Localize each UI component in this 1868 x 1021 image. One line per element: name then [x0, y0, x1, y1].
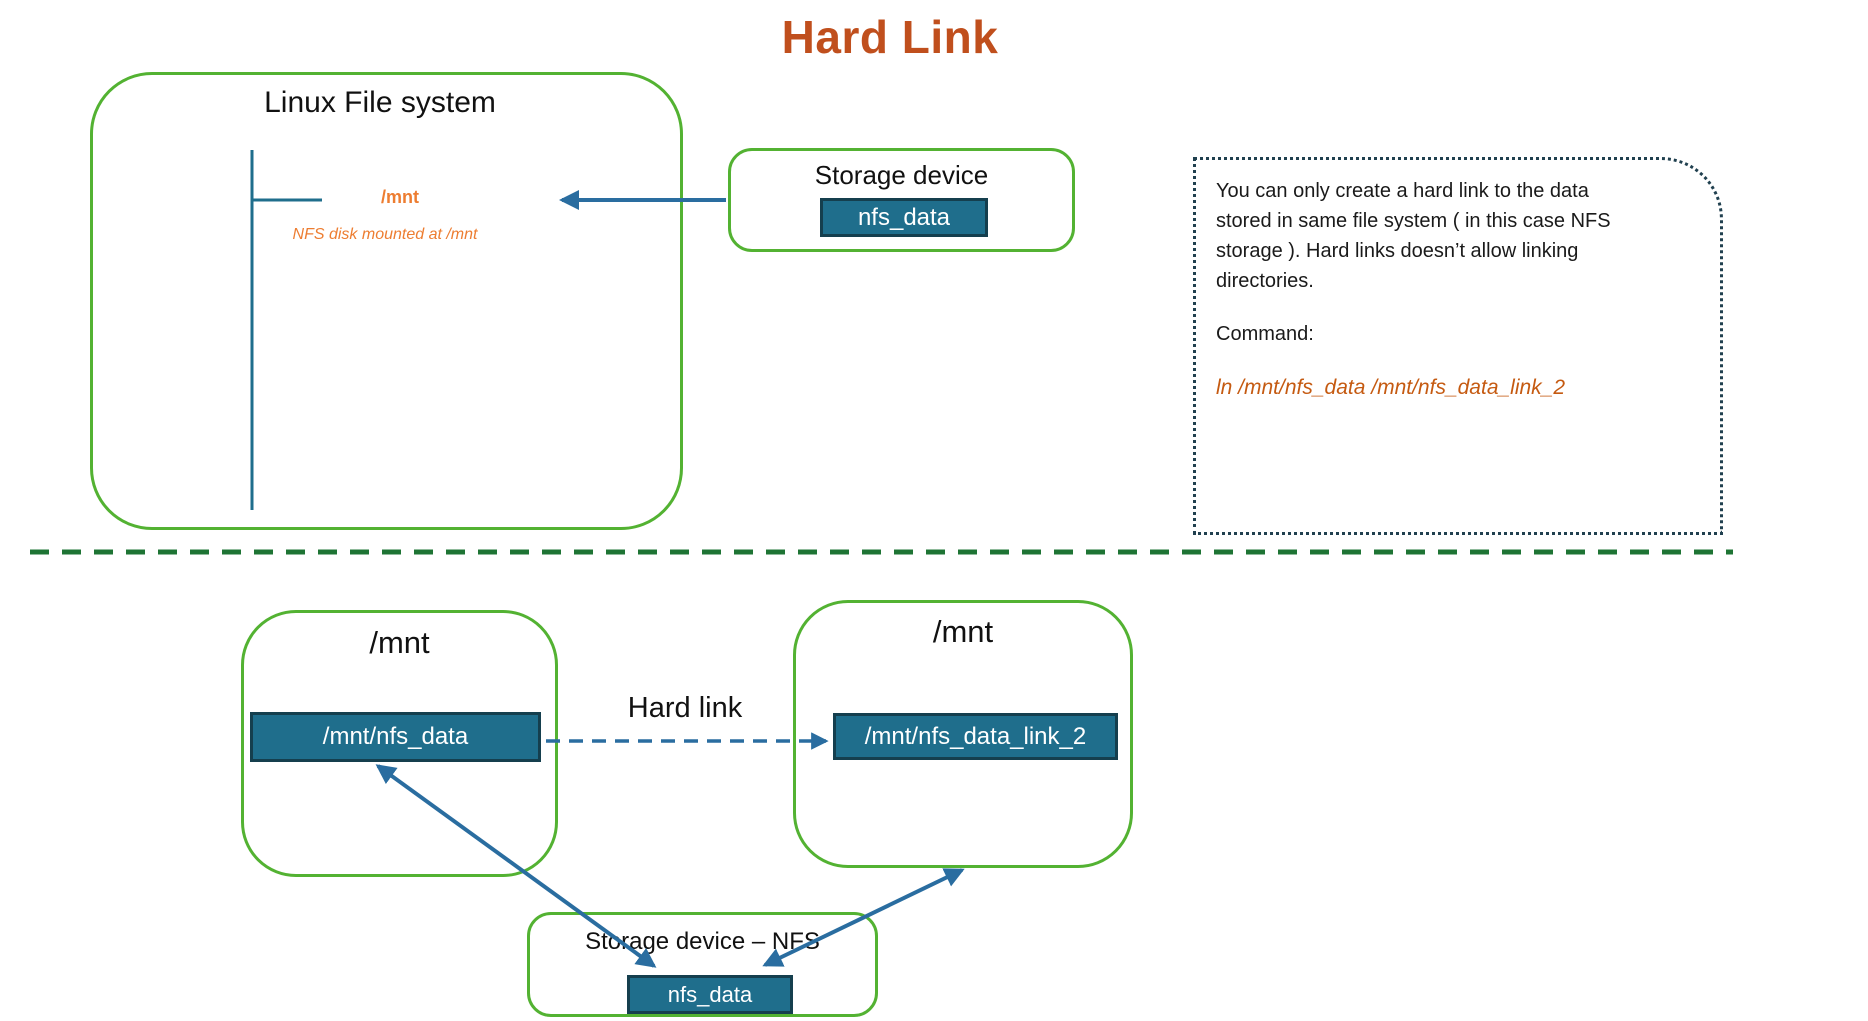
mount-note: NFS disk mounted at /mnt — [292, 226, 478, 243]
right-mnt-box — [793, 600, 1133, 868]
note-paragraph: You can only create a hard link to the d… — [1216, 180, 1611, 292]
note-command-label: Command: — [1216, 323, 1314, 345]
storage-device-nfs-title: Storage device – NFS — [585, 928, 820, 955]
right-mnt-title: /mnt — [932, 614, 994, 649]
note-command-text: ln /mnt/nfs_data /mnt/nfs_data_link_2 — [1216, 376, 1566, 399]
note-box: You can only create a hard link to the d… — [1193, 157, 1723, 535]
left-mnt-title: /mnt — [369, 625, 430, 660]
linux-filesystem-title: Linux File system — [264, 86, 496, 119]
storage-device-box-top — [728, 148, 1075, 252]
mount-point-label: /mnt — [381, 187, 419, 207]
diagram-title: Hard Link — [781, 11, 999, 63]
mnt-nfs-data-link-chip: /mnt/nfs_data_link_2 — [833, 713, 1118, 760]
nfs-data-chip-bottom: nfs_data — [627, 975, 793, 1014]
hard-link-label: Hard link — [627, 692, 743, 724]
nfs-data-chip-top: nfs_data — [820, 198, 988, 237]
linux-filesystem-box — [90, 72, 683, 530]
storage-device-title-top: Storage device — [814, 160, 989, 190]
mnt-nfs-data-chip: /mnt/nfs_data — [250, 712, 541, 762]
